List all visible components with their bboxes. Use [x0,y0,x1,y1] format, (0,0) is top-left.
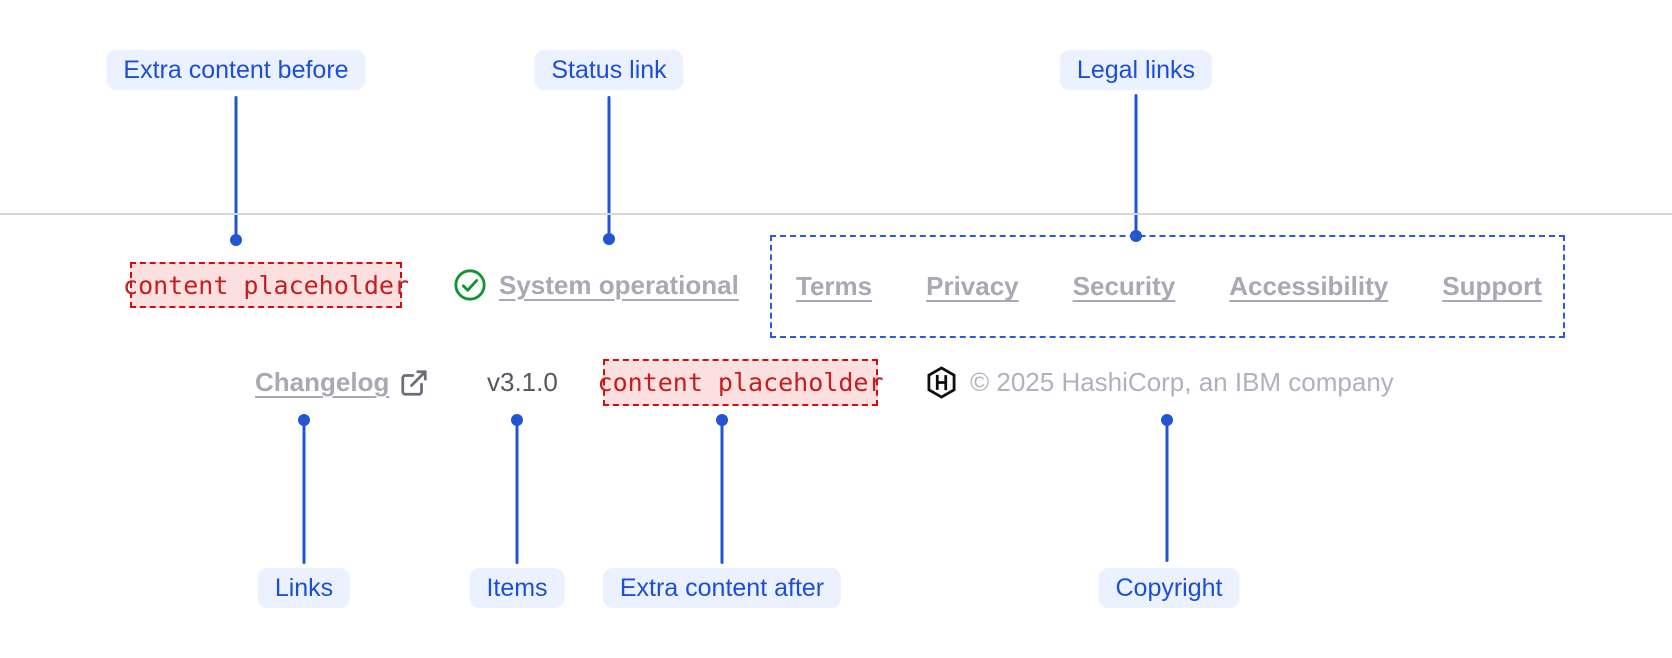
legal-link-support[interactable]: Support [1442,271,1542,301]
legal-links-group: Terms Privacy Security Accessibility Sup… [770,235,1565,338]
external-link-icon [401,369,427,396]
annotation-legal-links: Legal links [1059,50,1213,90]
legal-link-accessibility[interactable]: Accessibility [1229,271,1389,301]
connector-line [720,420,724,564]
changelog-link-wrapper: Changelog [255,359,429,406]
footer-top-divider [0,213,1672,215]
legal-link-security[interactable]: Security [1072,271,1176,301]
annotation-extra-content-before: Extra content before [106,50,366,90]
connector-dot [603,233,615,245]
check-circle-icon [454,269,486,301]
placeholder-text: content placeholder [597,368,884,397]
extra-content-before-slot: content placeholder [123,262,409,308]
extra-content-after-slot: content placeholder [598,359,884,406]
annotation-items: Items [469,568,565,608]
connector-line [1165,420,1169,562]
status-link-wrapper: System operational [453,262,739,308]
legal-link-privacy[interactable]: Privacy [926,271,1019,301]
hashicorp-logo-icon [927,366,956,399]
legal-link-terms[interactable]: Terms [796,271,873,301]
connector-line [607,96,611,239]
copyright-text: © 2025 HashiCorp, an IBM company [970,367,1394,397]
connector-dot [230,234,242,246]
connector-line [1134,94,1138,236]
copyright-wrapper [925,359,958,406]
annotation-extra-content-after: Extra content after [602,568,842,608]
status-link[interactable]: System operational [499,269,739,300]
version-item: v3.1.0 [487,359,558,406]
annotation-status-link: Status link [534,50,684,90]
changelog-link[interactable]: Changelog [255,367,390,397]
version-label: v3.1.0 [487,367,558,397]
connector-line [515,420,519,564]
placeholder-text: content placeholder [123,270,409,300]
connector-line [302,420,306,564]
annotation-links: Links [257,568,351,608]
annotation-copyright: Copyright [1098,568,1240,608]
connector-line [234,96,238,240]
copyright-text-wrapper: © 2025 HashiCorp, an IBM company [970,359,1394,406]
